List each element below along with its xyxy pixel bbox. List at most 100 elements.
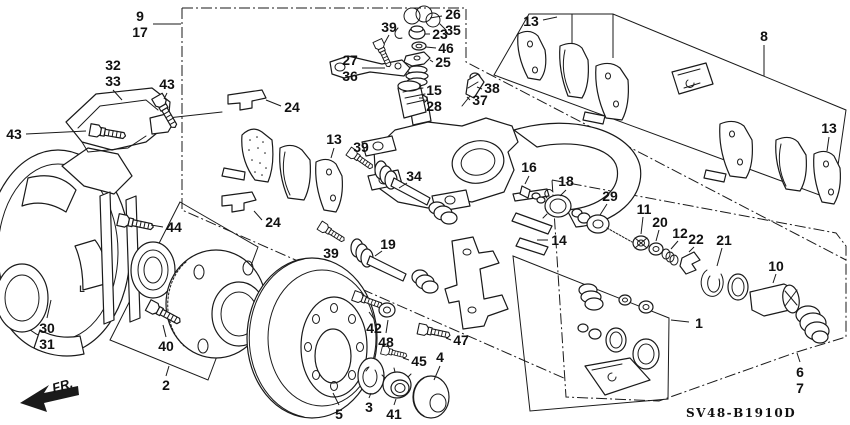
leader-line-7-42 [796,352,801,363]
brake-disc-drawing [246,257,378,419]
leader-line-4-50 [433,365,441,381]
part-callout-22-37: 22 [688,231,704,247]
leader-line-12-36 [670,240,679,250]
lever-stack-drawing [397,25,431,119]
hub-cap-drawing [412,375,450,419]
spindle-washer-drawing [357,357,385,395]
part-callout-14-32: 14 [551,232,567,248]
part-callout-30-7: 30 [39,320,55,336]
leader-line-22-37 [688,246,695,253]
part-callout-47-48: 47 [453,332,469,348]
leader-line-13-45 [826,136,830,152]
leader-line-31-8 [46,299,52,319]
part-callout-4-50: 4 [436,349,444,365]
leader-line-25-18 [429,59,434,63]
leader-line-47-48 [445,337,452,341]
part-callout-34-26: 34 [406,168,422,184]
part-callout-5-53: 5 [335,406,343,422]
parking-lever-drawing [329,55,411,79]
leader-line-26-14 [429,15,443,19]
leader-line-20-35 [655,229,660,242]
leader-line-18-31 [559,189,567,197]
part-callout-18-31: 18 [558,173,574,189]
spindle-nut-drawing [381,367,412,399]
leader-line-24-27 [253,210,263,221]
part-callout-40-9: 40 [158,338,174,354]
part-callout-16-30: 16 [521,159,537,175]
part-callout-3-51: 3 [365,399,373,415]
leader-line-1-40 [670,319,690,323]
part-callout-13-44: 13 [523,13,539,29]
part-callout-29-33: 29 [602,188,618,204]
leader-line-42-46 [368,311,375,320]
leader-line-13-44 [542,16,558,21]
part-callout-9-0: 9 [136,8,144,24]
backing-plate-drawing [0,147,141,357]
caliper-bracket-drawing [444,236,509,330]
part-callout-19-29: 19 [380,236,396,252]
leader-line-33-3 [112,89,123,101]
part-callout-15-19: 15 [426,82,442,98]
part-callout-46-17: 46 [438,40,454,56]
leader-line-45-49 [402,357,410,361]
diagram-code: SV48-B1910D [686,406,797,420]
part-callout-44-6: 44 [166,219,182,235]
part-callout-39-25: 39 [353,139,369,155]
part-callout-43-4: 43 [6,126,22,142]
part-callout-28-20: 28 [426,98,442,114]
leader-line-13-24 [330,147,335,159]
part-callout-13-45: 13 [821,120,837,136]
bleed-screw-drawing [461,72,485,107]
part-callout-45-49: 45 [411,353,427,369]
pad-retainer-14-drawing [511,188,553,256]
part-callout-2-10: 2 [162,377,170,393]
part-callout-23-16: 23 [432,26,448,42]
part-callout-43-5: 43 [159,76,175,92]
leader-line-44-6 [150,224,164,228]
part-callout-37-22: 37 [472,92,488,108]
adjuster-parts-drawing [519,185,749,301]
pad-kit-box [493,13,847,201]
part-callout-32-2: 32 [105,57,121,73]
part-callout-24-23: 24 [284,99,300,115]
part-callout-6-41: 6 [796,364,804,380]
part-callout-42-46: 42 [366,320,382,336]
part-callout-31-8: 31 [39,336,55,352]
seal-kit-contents-drawing [577,283,660,396]
wheel-bearing-drawing [130,241,176,299]
part-callout-11-34: 11 [636,201,652,217]
callout-leader-lines [25,15,830,406]
part-callout-1-40: 1 [695,315,703,331]
assembly-boundary-lines [103,7,847,412]
leader-line-3-51 [368,392,372,399]
part-callout-17-1: 17 [132,24,148,40]
part-callout-26-14: 26 [445,6,461,22]
leader-line-21-38 [716,247,723,267]
part-callout-10-39: 10 [768,258,784,274]
caliper-subassembly-boundary [551,179,847,402]
part-callout-7-42: 7 [796,380,804,396]
leader-line-48-47 [385,319,389,334]
leader-line-24-23 [265,99,282,107]
bolt-39-lower [316,220,348,245]
leader-line-19-29 [374,250,383,257]
part-callout-8-43: 8 [760,28,768,44]
part-callout-39-13: 39 [381,19,397,35]
washer-48-drawing [378,302,396,318]
fr-direction-arrow [20,385,79,412]
leader-line-5-53 [332,392,340,406]
leader-line-40-9 [162,324,167,338]
leader-line-43-4 [25,130,87,135]
part-callout-36-12: 36 [342,68,358,84]
return-spring-drawing [394,5,447,39]
part-callout-27-11: 27 [342,52,358,68]
leader-line-10-39 [772,273,777,284]
leader-line-34-26 [398,182,408,189]
pad-kit-contents-drawing [517,30,841,205]
part-callout-39-28: 39 [323,245,339,261]
part-callout-35-15: 35 [445,22,461,38]
leader-line-11-34 [640,216,644,235]
part-callout-20-35: 20 [652,214,668,230]
